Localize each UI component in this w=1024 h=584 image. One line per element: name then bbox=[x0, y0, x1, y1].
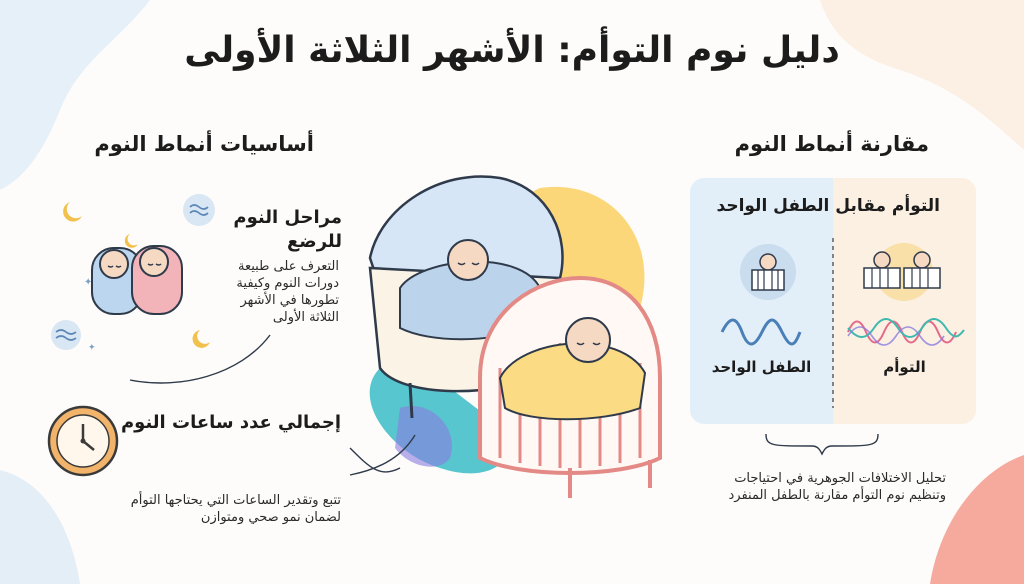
label-twins: التوأم bbox=[883, 358, 926, 376]
comparison-caption-line: وتنظيم نوم التوأم مقارنة بالطفل المنفرد bbox=[728, 488, 946, 503]
single-sleep-wave bbox=[720, 318, 802, 346]
comparison-title: التوأم مقابل الطفل الواحد bbox=[716, 196, 941, 216]
sleep-stages-body-line: دورات النوم وكيفية bbox=[236, 276, 339, 291]
moon-icon bbox=[124, 234, 138, 248]
sleep-stages-title: مراحل النوم للرضع bbox=[233, 206, 342, 254]
sleep-stages-body: التعرف على طبيعة دورات النوم وكيفية تطور… bbox=[236, 258, 339, 326]
comparison-caption-line: تحليل الاختلافات الجوهرية في احتياجات bbox=[734, 471, 946, 486]
sleep-stages-title-line1: مراحل النوم bbox=[233, 207, 342, 228]
sleep-stages-body-line: التعرف على طبيعة bbox=[237, 259, 339, 274]
sleep-hours-body: تتبع وتقدير الساعات التي يحتاجها التوأم … bbox=[131, 492, 341, 526]
page-title: دليل نوم التوأم: الأشهر الثلاثة الأولى bbox=[184, 30, 840, 71]
clock-icon bbox=[47, 405, 119, 477]
sleep-stages-body-line: تطورها في الأشهر bbox=[240, 293, 340, 308]
baby-crib-icon bbox=[740, 244, 796, 300]
connector-line bbox=[129, 334, 271, 384]
twins-panel bbox=[833, 178, 976, 424]
divider bbox=[832, 238, 834, 408]
center-illustration bbox=[349, 175, 662, 498]
left-heading: أساسيات أنماط النوم bbox=[94, 132, 314, 156]
sound-wave-icon bbox=[183, 194, 215, 226]
svg-text:✦: ✦ bbox=[84, 277, 92, 288]
sound-wave-icon bbox=[51, 320, 81, 350]
brace bbox=[765, 433, 879, 456]
sleep-hours-body-line: لضمان نمو صحي ومتوازن bbox=[200, 510, 341, 525]
comparison-box: التوأم مقابل الطفل الواحد الطفل الواحد ا… bbox=[690, 178, 976, 424]
twin-cribs-icon bbox=[863, 243, 941, 301]
twin-babies-icon: ✦✦ bbox=[51, 202, 210, 353]
sleep-stages-body-line: الثلاثة الأولى bbox=[272, 310, 339, 325]
sleep-hours-title: إجمالي عدد ساعات النوم bbox=[120, 412, 341, 433]
crib-icon bbox=[478, 275, 662, 498]
right-heading: مقارنة أنماط النوم bbox=[734, 132, 929, 156]
twins-sleep-wave bbox=[847, 318, 965, 346]
comparison-caption: تحليل الاختلافات الجوهرية في احتياجات وت… bbox=[728, 470, 946, 504]
connector-line bbox=[349, 434, 416, 476]
sleep-hours-body-line: تتبع وتقدير الساعات التي يحتاجها التوأم bbox=[130, 493, 341, 508]
svg-text:✦: ✦ bbox=[88, 343, 96, 353]
single-panel bbox=[690, 178, 833, 424]
sleep-stages-title-line2: للرضع bbox=[287, 231, 342, 252]
star-icon: ✦✦ bbox=[84, 277, 96, 353]
label-single: الطفل الواحد bbox=[711, 358, 812, 376]
moon-icon bbox=[63, 202, 82, 222]
moon-icon bbox=[192, 330, 210, 348]
